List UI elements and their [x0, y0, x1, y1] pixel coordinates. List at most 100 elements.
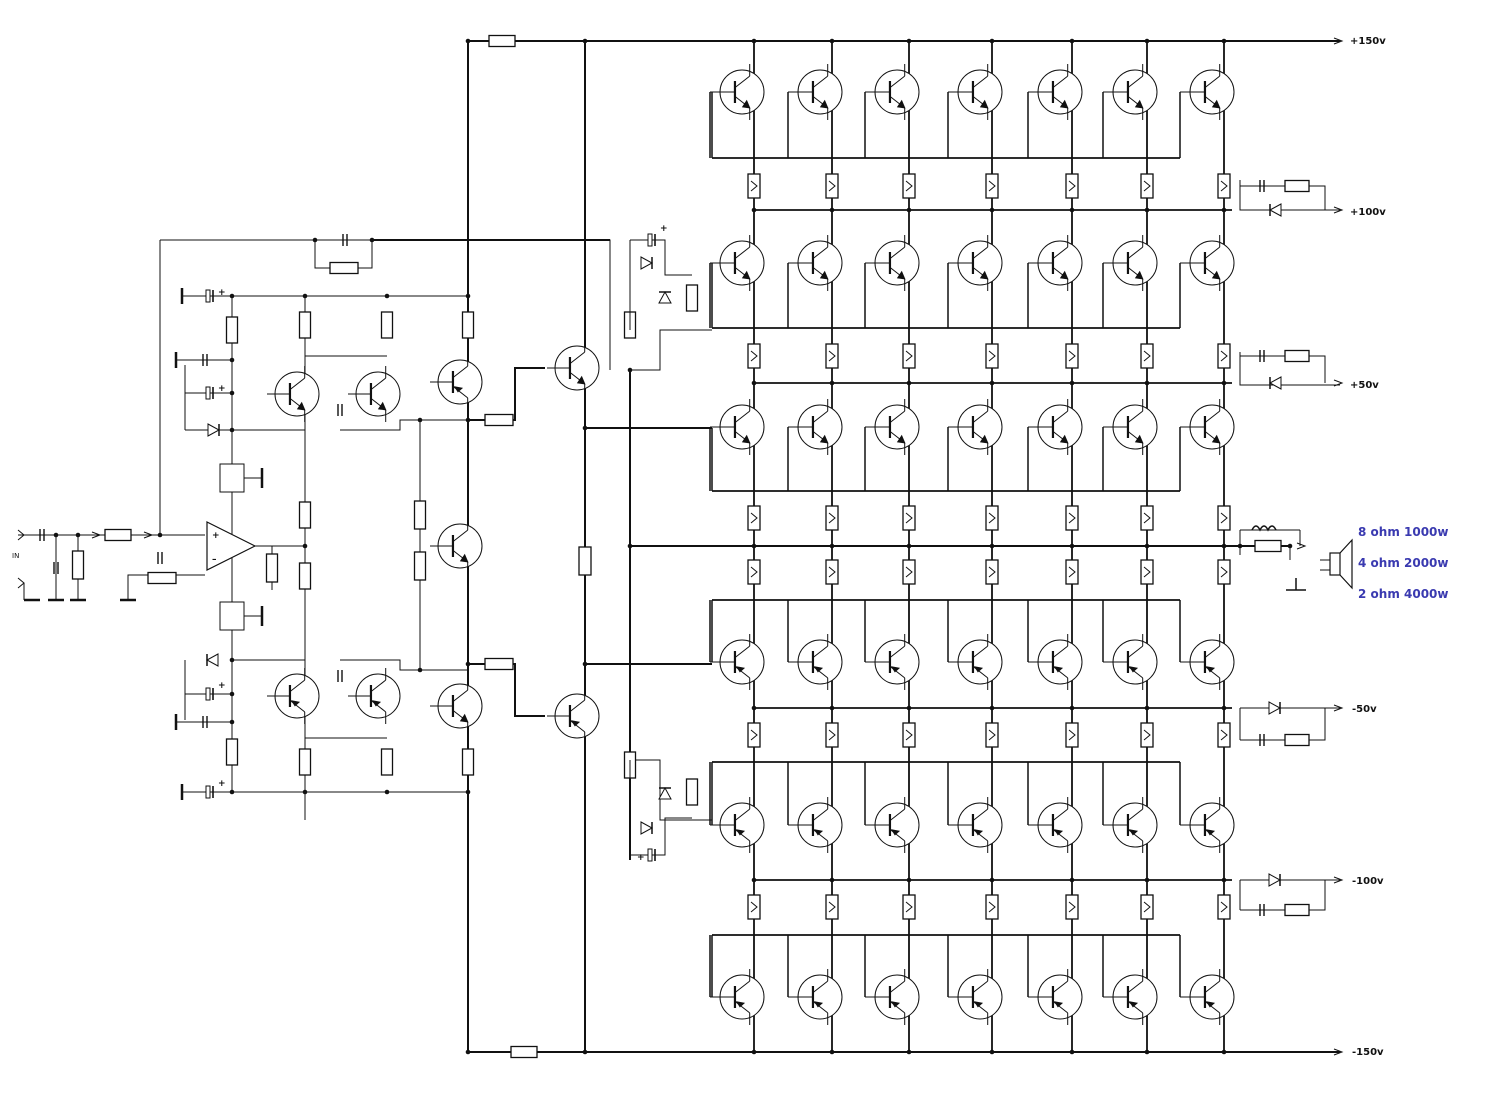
rail-snubber-cap-2 [1259, 350, 1265, 362]
rail-snubber-cap-1 [1259, 180, 1265, 192]
output-transistor-s6-c7 [1182, 969, 1235, 1025]
output-transistor-s4-c7 [1182, 634, 1235, 690]
rail-snubber-res-4 [1284, 903, 1310, 917]
miller-cap-lower [337, 670, 343, 682]
output-transistor-s4-c1 [712, 634, 765, 690]
emitter-resistor-r1-c4 [985, 173, 999, 199]
driver-transistor-upper [430, 354, 483, 410]
opamp-load-resistor [265, 553, 279, 583]
vas-transistor-2 [348, 366, 401, 422]
svg-text:+: + [218, 681, 226, 691]
collector-resistor-1 [298, 311, 312, 339]
emitter-resistor-r3-c2 [825, 505, 839, 531]
emitter-resistor-r6-c5 [1065, 894, 1079, 920]
collector-resistor-4 [298, 748, 312, 776]
bias-diode-upper [207, 423, 221, 437]
speaker-rating-4ohm: 4 ohm 2000w [1358, 556, 1448, 570]
output-transistor-s3-c2 [790, 399, 843, 455]
output-bias-diode-1 [640, 256, 654, 270]
output-transistor-s4-c5 [1030, 634, 1083, 690]
output-transistor-s4-c3 [867, 634, 920, 690]
svg-text:+: + [218, 384, 226, 394]
emitter-resistor-vas-1 [298, 501, 312, 529]
bias-transistor [430, 518, 483, 574]
emitter-resistor-r6-c7 [1217, 894, 1231, 920]
output-transistor-s1-c5 [1030, 64, 1083, 120]
output-transistor-s6-c5 [1030, 969, 1083, 1025]
output-transistor-s2-c3 [867, 235, 920, 291]
svg-text:+: + [218, 288, 226, 298]
output-bias-cap-upper [647, 233, 656, 247]
collector-resistor-3 [461, 311, 475, 339]
output-transistor-s5-c3 [867, 797, 920, 853]
rail-label-n100: -100v [1352, 876, 1384, 887]
emitter-resistor-r2-c5 [1065, 343, 1079, 369]
emitter-resistor-r1-c6 [1140, 173, 1154, 199]
rail-label-p50: +50v [1350, 380, 1379, 391]
emitter-resistor-r3-c4 [985, 505, 999, 531]
feedback-cap [342, 234, 348, 246]
output-transistor-s2-c2 [790, 235, 843, 291]
emitter-resistor-r2-c4 [985, 343, 999, 369]
emitter-resistor-r3-c1 [747, 505, 761, 531]
pre-driver-upper [547, 340, 600, 396]
bias-diode-lower [205, 653, 219, 667]
emitter-resistor-r2-c2 [825, 343, 839, 369]
output-transistor-s6-c1 [712, 969, 765, 1025]
rail-label-n150: -150v [1352, 1047, 1384, 1058]
bias-spreader-resistor [578, 546, 592, 576]
rail-snubber-res-2 [1284, 349, 1310, 363]
output-transistor-s6-c2 [790, 969, 843, 1025]
output-transistor-s4-c6 [1105, 634, 1158, 690]
output-transistor-s1-c1 [712, 64, 765, 120]
emitter-resistor-r4-c4 [985, 559, 999, 585]
emitter-resistor-r6-c4 [985, 894, 999, 920]
collector-resistor-5 [380, 748, 394, 776]
emitter-resistor-r1-c5 [1065, 173, 1079, 199]
output-transistor-s3-c1 [712, 399, 765, 455]
emitter-resistor-r2-c6 [1140, 343, 1154, 369]
output-bias-res-upper [685, 284, 699, 312]
emitter-resistor-vas-2 [298, 562, 312, 590]
rail-snubber-res-3 [1284, 733, 1310, 747]
driver-transistor-lower [430, 678, 483, 734]
base-stopper-upper [484, 413, 514, 427]
rail-diode-3 [1268, 701, 1282, 715]
emitter-resistor-r6-c6 [1140, 894, 1154, 920]
speaker-rating-8ohm: 8 ohm 1000w [1358, 525, 1448, 539]
output-resistor [1254, 539, 1282, 553]
emitter-resistor-r4-c3 [902, 559, 916, 585]
decoupling-cap-4 [202, 716, 208, 728]
output-transistor-s3-c7 [1182, 399, 1235, 455]
emitter-resistor-r3-c5 [1065, 505, 1079, 531]
output-bias-res-lower [685, 778, 699, 806]
rail-labels: +150v +100v +50v -50v -100v -150v [1350, 36, 1386, 1058]
output-transistor-s1-c4 [950, 64, 1003, 120]
generated-components: +–++++++ [17, 34, 1353, 1059]
output-transistor-s5-c7 [1182, 797, 1235, 853]
decoupling-cap-6 [205, 687, 214, 701]
output-transistor-s2-c7 [1182, 235, 1235, 291]
emitter-resistor-r3-c7 [1217, 505, 1231, 531]
output-transistor-s3-c5 [1030, 399, 1083, 455]
output-transistor-s2-c6 [1105, 235, 1158, 291]
emitter-resistor-r4-c2 [825, 559, 839, 585]
feedback-resistor-gnd [147, 571, 177, 585]
emitter-resistor-r5-c1 [747, 722, 761, 748]
svg-text:–: – [212, 555, 217, 565]
decoupling-cap-5 [205, 386, 214, 400]
emitter-resistor-r5-c6 [1140, 722, 1154, 748]
emitter-resistor-r5-c3 [902, 722, 916, 748]
emitter-resistor-r5-c4 [985, 722, 999, 748]
output-bias-diode-2 [658, 290, 672, 304]
feedback-cap-gnd [157, 552, 163, 564]
emitter-resistor-r2-c7 [1217, 343, 1231, 369]
rail-diode-2 [1268, 376, 1282, 390]
emitter-resistor-r1-c2 [825, 173, 839, 199]
speaker-icon [1329, 538, 1353, 590]
emitter-resistor-r6-c2 [825, 894, 839, 920]
emitter-resistor-r2-c3 [902, 343, 916, 369]
input-bias-resistor [71, 550, 85, 580]
emitter-resistor-r6-c3 [902, 894, 916, 920]
output-transistor-s5-c2 [790, 797, 843, 853]
